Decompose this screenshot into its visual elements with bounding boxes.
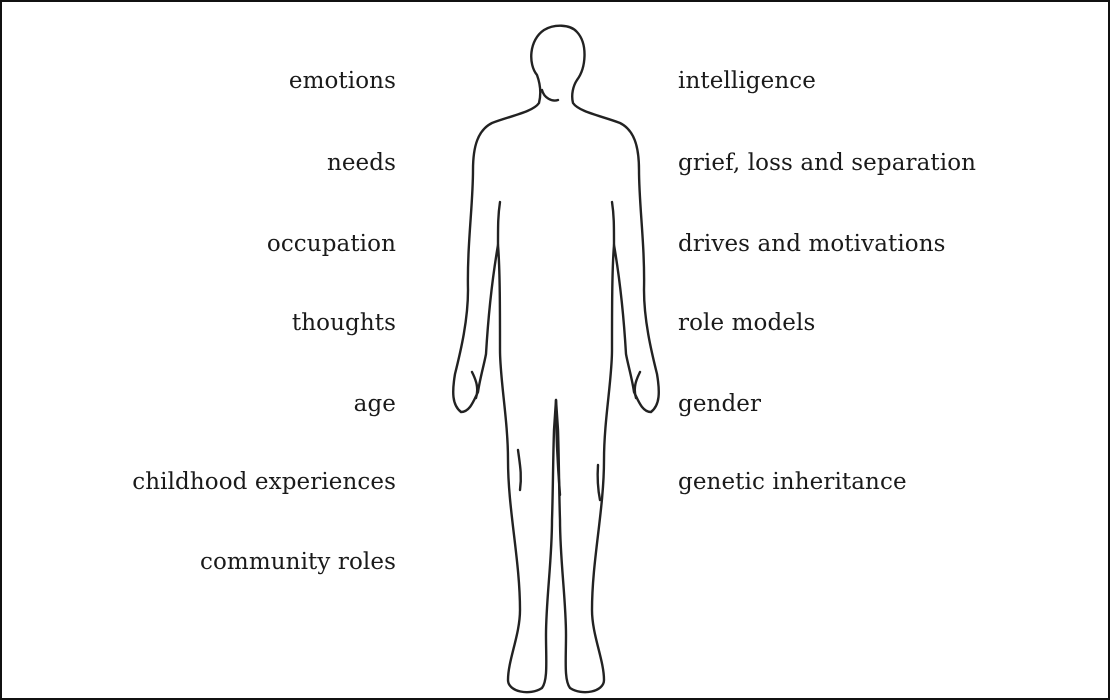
label-emotions: emotions: [289, 66, 396, 96]
label-community-roles: community roles: [200, 547, 396, 577]
label-drives-motivations: drives and motivations: [678, 229, 946, 259]
label-childhood-experiences: childhood experiences: [132, 467, 396, 497]
label-age: age: [354, 389, 396, 419]
label-occupation: occupation: [267, 229, 396, 259]
label-role-models: role models: [678, 308, 815, 338]
label-grief-loss-separation: grief, loss and separation: [678, 148, 976, 178]
label-gender: gender: [678, 389, 761, 419]
human-body-outline-icon: [432, 20, 682, 695]
label-intelligence: intelligence: [678, 66, 816, 96]
label-needs: needs: [327, 148, 396, 178]
label-genetic-inheritance: genetic inheritance: [678, 467, 907, 497]
label-thoughts: thoughts: [292, 308, 396, 338]
